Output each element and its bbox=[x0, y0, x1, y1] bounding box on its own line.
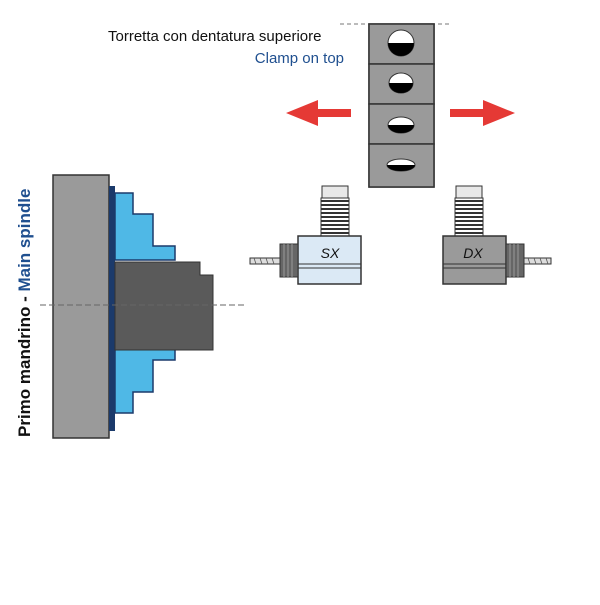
clamp-indicator bbox=[386, 158, 416, 172]
clamp-indicator bbox=[388, 72, 414, 94]
turret-title-italian: Torretta con dentatura superiore bbox=[108, 28, 322, 45]
spindle-body bbox=[52, 174, 110, 439]
clamp-indicator bbox=[387, 116, 415, 134]
spindle-label-italian: Primo mandrino bbox=[15, 306, 34, 437]
clamp-indicator bbox=[387, 29, 415, 57]
spindle-label: Primo mandrino - Main spindle bbox=[15, 189, 35, 437]
turret-title-english: Clamp on top bbox=[254, 50, 344, 67]
spindle-flange bbox=[109, 186, 115, 431]
turret bbox=[340, 23, 452, 188]
tool-holder-right: DX bbox=[442, 185, 552, 285]
workpiece bbox=[114, 261, 214, 351]
tool-motor-fins bbox=[320, 197, 350, 237]
tool-right-label: DX bbox=[463, 245, 483, 261]
tool-motor-fins bbox=[454, 197, 484, 237]
spindle-label-separator: - bbox=[15, 291, 34, 307]
arrow-left-icon bbox=[286, 100, 351, 126]
tool-holder-body bbox=[297, 235, 362, 285]
tool-left-label: SX bbox=[321, 245, 340, 261]
tool-neck bbox=[455, 185, 483, 200]
arrow-right-icon bbox=[450, 100, 515, 126]
tool-collet-nut bbox=[279, 243, 299, 278]
drill-bit bbox=[249, 257, 281, 265]
tool-neck bbox=[321, 185, 349, 200]
main-spindle bbox=[40, 174, 246, 439]
tool-holder-left: SX bbox=[249, 185, 362, 285]
drill-bit bbox=[523, 257, 552, 265]
tool-holder-body bbox=[442, 235, 507, 285]
spindle-label-english: Main spindle bbox=[15, 188, 34, 292]
tool-collet-nut bbox=[505, 243, 525, 278]
